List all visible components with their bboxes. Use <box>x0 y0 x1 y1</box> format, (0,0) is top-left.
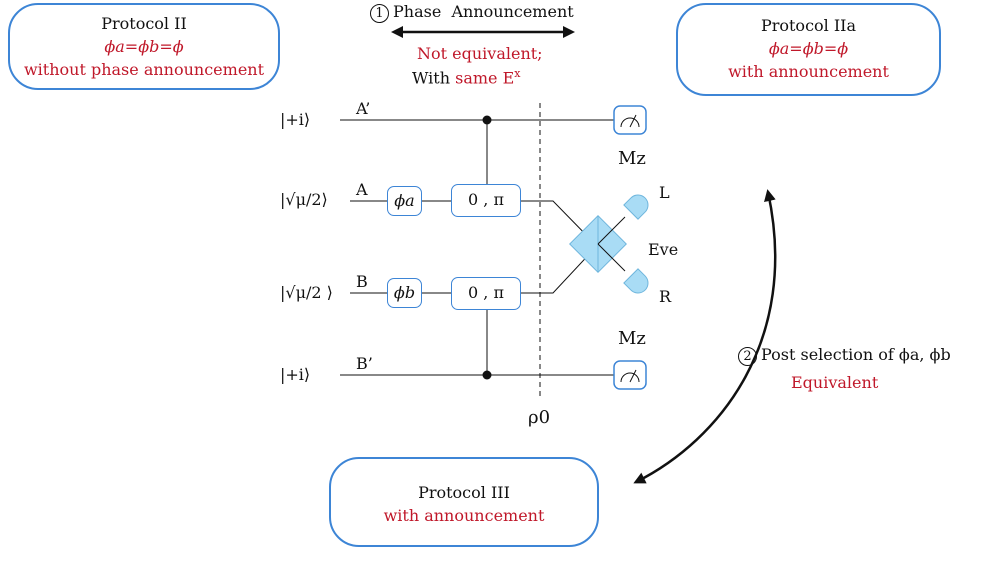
state-label-a-prime: |+i⟩ <box>280 110 311 129</box>
phase-gate-b: ϕb <box>387 278 422 308</box>
state-label-a: |√μ/2⟩ <box>280 190 328 209</box>
protocol-iia-title: Protocol IIa <box>760 16 857 35</box>
cphase-gate-b: 0 , π <box>451 277 521 310</box>
eve-label: Eve <box>648 240 679 259</box>
rho-label: ρ0 <box>528 407 551 428</box>
same-ex-text: With same Ex <box>412 67 520 87</box>
same-ex-sup: x <box>514 67 521 80</box>
phase-gate-a: ϕa <box>387 186 422 216</box>
cphase-gate-a: 0 , π <box>451 184 521 217</box>
phase-announcement-text: Phase Announcement <box>393 2 574 21</box>
state-label-b-prime: |+i⟩ <box>280 365 311 384</box>
same-ex-prefix: With <box>412 68 456 88</box>
protocol-iia-box: Protocol IIa ϕa=ϕb=ϕ with announcement <box>676 3 941 96</box>
state-label-b: |√μ/2 ⟩ <box>280 283 333 302</box>
step-1-badge: 1 <box>370 4 389 23</box>
measure-meter-top <box>613 105 647 135</box>
protocol-iii-note: with announcement <box>383 506 545 525</box>
wire-a-out <box>521 200 596 245</box>
detector-r <box>623 268 649 294</box>
control-dot-bottom <box>482 370 492 380</box>
wire-label-b: B <box>356 272 368 291</box>
detector-label-l: L <box>659 183 670 202</box>
protocol-ii-note: without phase announcement <box>23 60 265 79</box>
same-ex-red: same E <box>455 68 515 88</box>
measure-label-bottom: Mz <box>618 328 646 349</box>
protocol-ii-title: Protocol II <box>101 14 187 33</box>
measure-meter-bottom <box>613 360 647 390</box>
not-equivalent-text: Not equivalent; <box>417 44 543 63</box>
protocol-iii-box: Protocol III with announcement <box>329 457 599 547</box>
protocol-iia-note: with announcement <box>728 62 889 81</box>
detector-l <box>623 194 649 220</box>
detector-label-r: R <box>659 287 672 306</box>
wire-label-a: A <box>356 180 368 199</box>
wire-label-b-prime: B’ <box>356 354 373 373</box>
protocol-ii-condition: ϕa=ϕb=ϕ <box>104 37 184 56</box>
wire-b-out <box>521 247 596 294</box>
post-selection-arrow <box>633 189 777 484</box>
measure-label-top: Mz <box>618 148 646 169</box>
wire-label-a-prime: A’ <box>356 99 371 118</box>
control-dot-top <box>482 115 492 125</box>
post-selection-text: Post selection of ϕa, ϕb <box>761 345 951 364</box>
protocol-iii-title: Protocol III <box>418 483 510 502</box>
equivalent-text: Equivalent <box>791 373 879 392</box>
protocol-ii-box: Protocol II ϕa=ϕb=ϕ without phase announ… <box>8 3 280 90</box>
protocol-iia-condition: ϕa=ϕb=ϕ <box>768 39 849 58</box>
